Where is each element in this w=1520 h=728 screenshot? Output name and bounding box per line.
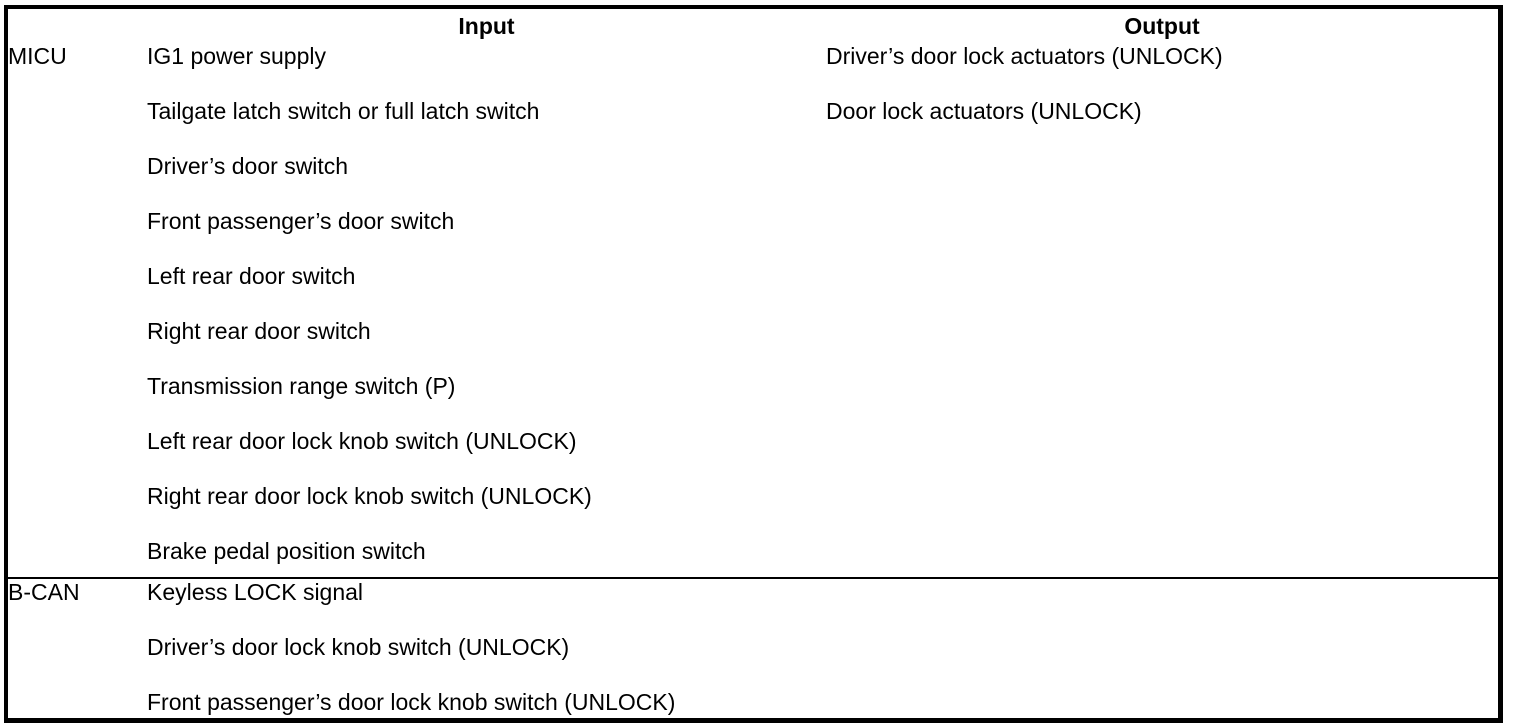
module-label-micu: MICU [8, 43, 147, 579]
table-row-micu: MICU IG1 power supply Tailgate latch swi… [8, 43, 1498, 579]
output-item: Driver’s door lock actuators (UNLOCK) [826, 43, 1223, 69]
input-item: Tailgate latch switch or full latch swit… [147, 98, 540, 124]
spec-table-container: Input Output MICU IG1 power supply Tailg… [4, 5, 1503, 723]
column-header-input: Input [147, 9, 826, 43]
input-item: Driver’s door switch [147, 153, 349, 179]
input-item: Right rear door switch [147, 318, 371, 344]
output-list-micu: Driver’s door lock actuators (UNLOCK) Do… [826, 43, 1498, 579]
output-list-bcan [826, 577, 1498, 718]
input-list-micu: IG1 power supply Tailgate latch switch o… [147, 43, 826, 579]
output-item: Door lock actuators (UNLOCK) [826, 98, 1142, 124]
input-item: Keyless LOCK signal [147, 578, 364, 605]
input-item: Right rear door lock knob switch (UNLOCK… [147, 483, 592, 509]
input-item: Front passenger’s door switch [147, 208, 455, 234]
table-header-row: Input Output [8, 9, 1498, 43]
module-label-bcan: B-CAN [8, 577, 147, 718]
input-item: Transmission range switch (P) [147, 373, 456, 399]
input-item: Left rear door lock knob switch (UNLOCK) [147, 428, 577, 454]
input-item: Front passenger’s door lock knob switch … [147, 688, 676, 715]
input-item: Left rear door switch [147, 263, 356, 289]
input-item: Brake pedal position switch [147, 538, 426, 564]
input-list-bcan: Keyless LOCK signal Driver’s door lock k… [147, 577, 826, 718]
input-output-table: Input Output MICU IG1 power supply Tailg… [8, 9, 1498, 718]
table-row-bcan: B-CAN Keyless LOCK signal Driver’s door … [8, 577, 1498, 718]
column-header-module [8, 9, 147, 43]
input-item: IG1 power supply [147, 43, 326, 69]
input-item: Driver’s door lock knob switch (UNLOCK) [147, 633, 570, 660]
column-header-output: Output [826, 9, 1498, 43]
